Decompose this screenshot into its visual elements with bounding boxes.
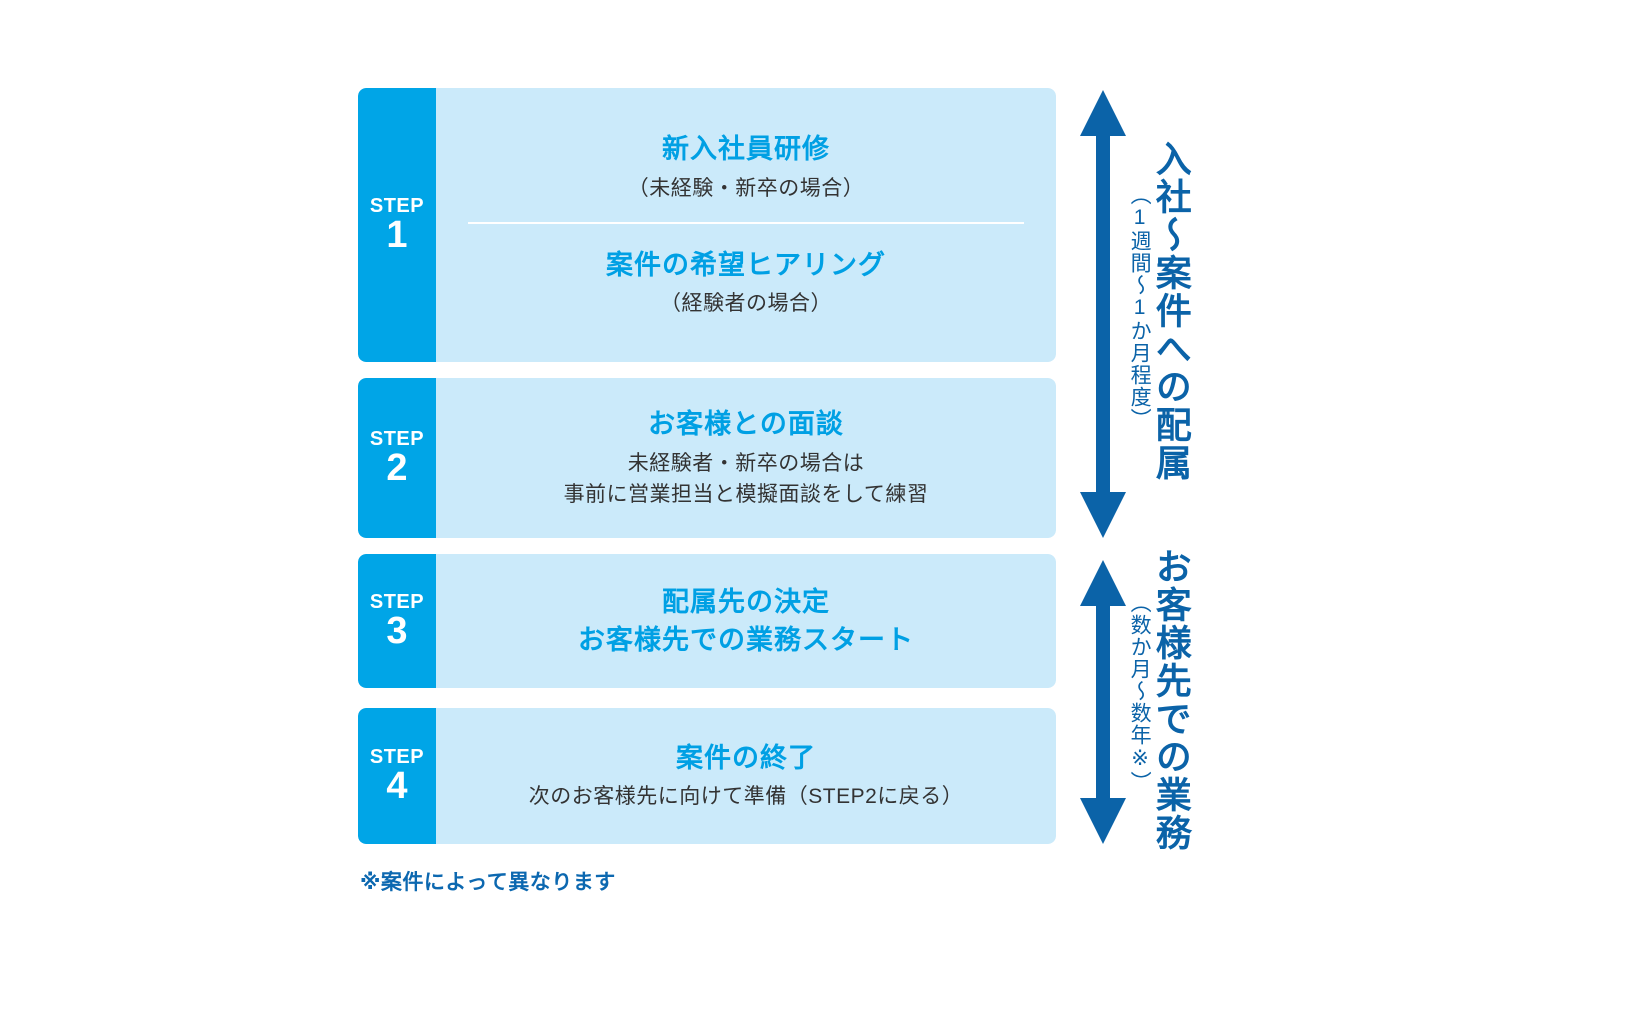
step-row-1: STEP 1 新入社員研修 （未経験・新卒の場合） 案件の希望ヒアリング （経験… [358, 88, 1056, 362]
step-1-block-a: 新入社員研修 （未経験・新卒の場合） [436, 130, 1056, 204]
step-4-title: 案件の終了 [676, 743, 816, 774]
step-tab-1: STEP 1 [358, 88, 436, 362]
step-body-2: お客様との面談 未経験者・新卒の場合は 事前に営業担当と模擬面談をして練習 [436, 378, 1056, 538]
step-number-4: 4 [386, 764, 408, 807]
step-number-1: 1 [386, 213, 408, 256]
phase-1-label-group: （1週間〜1か月程度） 入社〜案件への配属 [1128, 140, 1192, 482]
phase-2-duration: （数か月〜数年※） [1128, 592, 1152, 793]
step-3-block-a: 配属先の決定 お客様先での業務スタート [436, 583, 1056, 660]
step-4-block-a: 案件の終了 次のお客様先に向けて準備（STEP2に戻る） [436, 739, 1056, 813]
step-row-2: STEP 2 お客様との面談 未経験者・新卒の場合は 事前に営業担当と模擬面談を… [358, 378, 1056, 538]
step-4-subtitle: 次のお客様先に向けて準備（STEP2に戻る） [528, 785, 964, 809]
phase-1-double-arrow-icon [1080, 90, 1126, 538]
step-word-2: STEP [369, 427, 425, 450]
step-number-3: 3 [386, 609, 408, 652]
step-body-3: 配属先の決定 お客様先での業務スタート [436, 554, 1056, 688]
step-1-title-a: 新入社員研修 [662, 134, 830, 165]
phase-2-double-arrow-icon [1080, 560, 1126, 844]
phase-2-label-group: （数か月〜数年※） お客様先での業務 [1128, 548, 1192, 852]
phase-1-label: 入社〜案件への配属 [1150, 140, 1192, 482]
step-3-title-line-1: 配属先の決定 [662, 586, 830, 617]
step-2-subtitle-line-1: 未経験者・新卒の場合は [627, 451, 865, 475]
step-1-subtitle-a: （未経験・新卒の場合） [627, 176, 865, 200]
step-2-subtitle-line-2: 事前に営業担当と模擬面談をして練習 [563, 483, 929, 507]
step-word-1: STEP [369, 194, 425, 217]
step-row-4: STEP 4 案件の終了 次のお客様先に向けて準備（STEP2に戻る） [358, 708, 1056, 844]
step-1-subtitle-b: （経験者の場合） [660, 292, 832, 316]
step-body-4: 案件の終了 次のお客様先に向けて準備（STEP2に戻る） [436, 708, 1056, 844]
step-word-4: STEP [369, 745, 425, 768]
step-row-3: STEP 3 配属先の決定 お客様先での業務スタート [358, 554, 1056, 688]
step-1-title-b: 案件の希望ヒアリング [606, 250, 886, 280]
footnote-text: ※案件によって異なります [360, 871, 616, 894]
step-tab-2: STEP 2 [358, 378, 436, 538]
step-body-1: 新入社員研修 （未経験・新卒の場合） 案件の希望ヒアリング （経験者の場合） [436, 88, 1056, 362]
step-number-2: 2 [386, 446, 408, 489]
phase-1-duration: （1週間〜1か月程度） [1128, 184, 1152, 430]
step-1-divider [468, 222, 1024, 224]
step-word-3: STEP [369, 590, 425, 613]
step-tab-4: STEP 4 [358, 708, 436, 844]
step-2-title: お客様との面談 [648, 409, 844, 440]
step-2-block-a: お客様との面談 未経験者・新卒の場合は 事前に営業担当と模擬面談をして練習 [436, 405, 1056, 510]
step-3-title-line-2: お客様先での業務スタート [578, 625, 914, 655]
step-tab-3: STEP 3 [358, 554, 436, 688]
step-1-block-b: 案件の希望ヒアリング （経験者の場合） [436, 246, 1056, 320]
phase-2-label: お客様先での業務 [1150, 548, 1192, 852]
